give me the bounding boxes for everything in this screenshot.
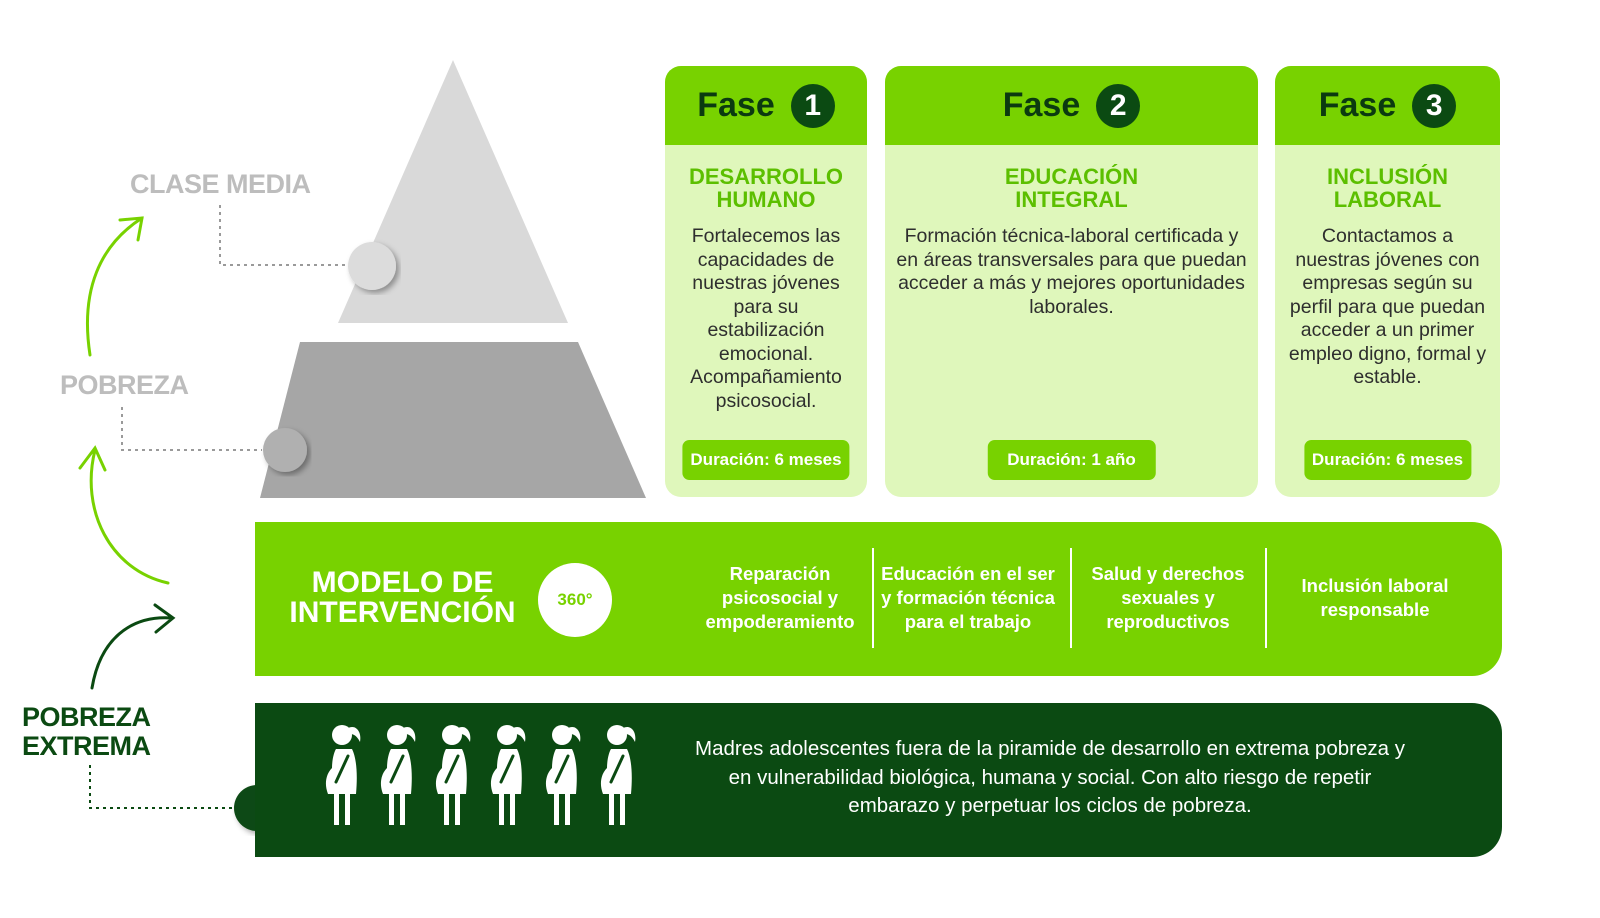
- phase-description: Fortalecemos las capacidades de nuestras…: [690, 225, 842, 412]
- pyramid-top: [338, 60, 568, 323]
- phase-description: Formación técnica-laboral certificada y …: [896, 225, 1247, 318]
- pregnant-woman-icon: [325, 725, 361, 825]
- divider: [1070, 548, 1072, 648]
- phase-card-1: Fase 1 DESARROLLO HUMANO Fortalecemos las…: [665, 66, 867, 497]
- phase-description: Contactamos a nuestras jóvenes con empre…: [1288, 225, 1487, 388]
- marker-pobreza: [263, 428, 307, 472]
- level-pobreza: POBREZA: [60, 370, 189, 400]
- connector-clase-media: [219, 205, 348, 266]
- model-item: Educación en el ser y formación técnica …: [881, 563, 1055, 632]
- phase-card-2: Fase 2 EDUCACIÓN INTEGRAL Formación técni…: [885, 66, 1258, 497]
- phase-number: 1: [790, 83, 835, 128]
- phase-number: 3: [1412, 83, 1457, 128]
- connector-pobreza-extrema: [89, 765, 235, 809]
- arrow-up-icon: [78, 445, 170, 585]
- model-item: Inclusión laboral responsable: [1301, 575, 1449, 620]
- pregnant-women-icons: [322, 722, 639, 827]
- connector-pobreza: [121, 407, 262, 451]
- divider: [1265, 548, 1267, 648]
- marker-clase-media: [348, 242, 396, 290]
- pregnant-woman-icon: [545, 725, 581, 825]
- model-title: MODELO DE INTERVENCIÓN: [289, 566, 516, 629]
- model-item: Reparación psicosocial y empoderamiento: [705, 563, 855, 632]
- phase-label: Fase: [697, 86, 775, 124]
- phase-card-3: Fase 3 INCLUSIÓN LABORAL Contactamos a nu…: [1275, 66, 1500, 497]
- phase-title: EDUCACIÓN INTEGRAL: [1004, 164, 1139, 212]
- phase-label: Fase: [1002, 86, 1081, 124]
- intervention-model-band: [255, 522, 1502, 676]
- phase-label: Fase: [1318, 86, 1397, 124]
- 360-icon-text: 360°: [557, 590, 593, 609]
- phase-number: 2: [1096, 83, 1141, 128]
- phase-title: DESARROLLO HUMANO: [689, 164, 843, 212]
- phase-duration: Duración: 6 meses: [1303, 440, 1472, 480]
- level-clase-media: CLASE MEDIA: [130, 169, 311, 199]
- 360-icon: 360°: [538, 563, 612, 637]
- phase-duration: Duración: 1 año: [987, 440, 1156, 480]
- phase-title: INCLUSIÓN LABORAL: [1327, 164, 1448, 212]
- arrow-up-icon: [85, 216, 144, 357]
- divider: [872, 548, 874, 648]
- base-description: Madres adolescentes fuera de la piramide…: [695, 737, 1405, 817]
- pregnant-woman-icon: [600, 725, 636, 825]
- model-item: Salud y derechos sexuales y reproductivo…: [1091, 563, 1245, 632]
- pregnant-woman-icon: [490, 725, 526, 825]
- pregnant-woman-icon: [435, 725, 471, 825]
- pyramid-base: [260, 342, 646, 498]
- phase-duration: Duración: 6 meses: [682, 440, 850, 480]
- pregnant-woman-icon: [380, 725, 416, 825]
- level-pobreza-extrema: POBREZA EXTREMA: [22, 702, 151, 761]
- arrow-right-icon: [90, 603, 176, 690]
